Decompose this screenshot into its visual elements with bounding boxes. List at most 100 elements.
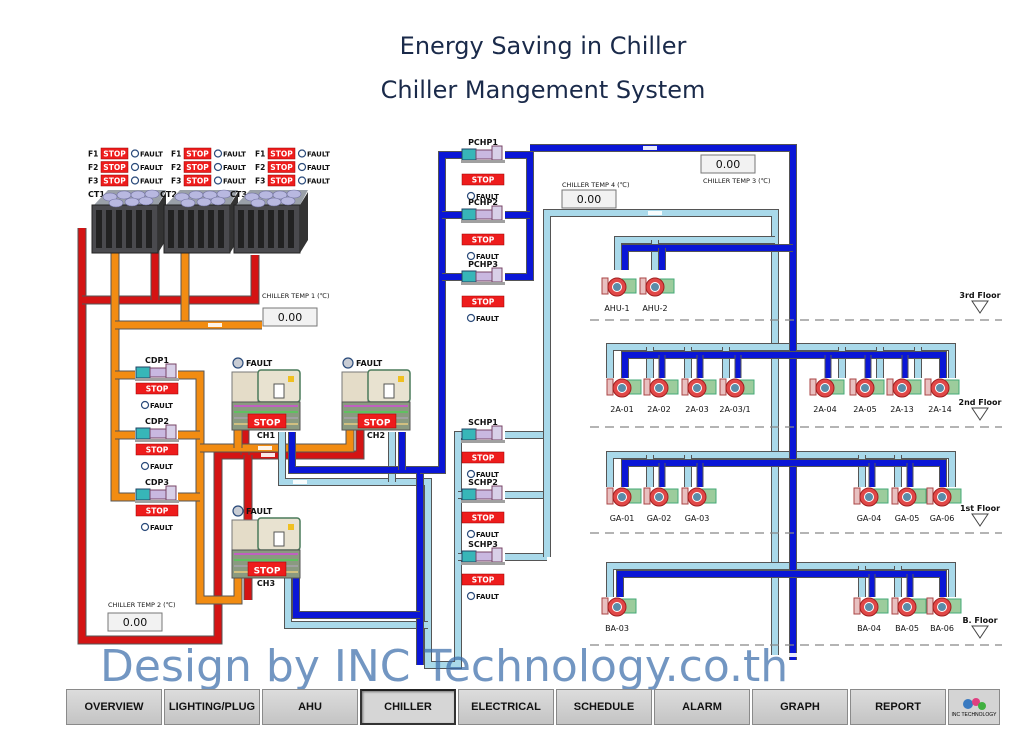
primary-pump-icon[interactable] — [461, 205, 505, 223]
pump-stop-button[interactable]: STOP — [461, 573, 505, 586]
unit-label: 2A-02 — [647, 405, 670, 414]
chiller-stop-button[interactable]: STOP — [357, 413, 397, 429]
condenser-pump-icon[interactable] — [135, 424, 179, 442]
fan-stop-button[interactable]: STOP — [100, 161, 129, 173]
chilled-primary-pipe — [622, 245, 793, 270]
pump-fault: FAULT — [140, 400, 173, 410]
air-handling-unit-icon[interactable] — [643, 487, 679, 507]
nav-report-button[interactable]: REPORT — [850, 689, 946, 725]
fault-label: FAULT — [140, 164, 163, 172]
cooling-tower-label: CT1 — [88, 190, 105, 199]
air-handling-unit-icon[interactable] — [809, 378, 845, 398]
nav-alarm-button[interactable]: ALARM — [654, 689, 750, 725]
pump-stop-button[interactable]: STOP — [135, 382, 179, 395]
air-handling-unit-icon[interactable] — [891, 597, 927, 617]
unit-label: 2A-01 — [610, 405, 633, 414]
floor-level-icon — [971, 300, 989, 314]
floor-level-icon — [971, 407, 989, 421]
fault-lamp-icon — [130, 149, 140, 158]
primary-pump-icon[interactable] — [461, 145, 505, 163]
fault-lamp-icon — [140, 400, 150, 410]
stop-label: STOP — [270, 177, 293, 186]
cooling-tower-icon[interactable] — [91, 189, 166, 254]
stop-indicator — [183, 174, 212, 187]
fan-stop-button[interactable]: STOP — [183, 174, 212, 187]
fault-label: FAULT — [150, 402, 173, 410]
nav-lighting-plug-button[interactable]: LIGHTING/PLUG — [164, 689, 260, 725]
fan-stop-button[interactable]: STOP — [100, 174, 129, 187]
pump-stop-button[interactable]: STOP — [461, 295, 505, 308]
fan-stop-button[interactable]: STOP — [183, 147, 212, 160]
unit-label: 2A-03 — [685, 405, 708, 414]
fan-stop-button[interactable]: STOP — [267, 161, 296, 173]
cooling-tower-icon[interactable] — [163, 189, 238, 254]
air-handling-unit-icon[interactable] — [606, 487, 642, 507]
nav-electrical-button[interactable]: ELECTRICAL — [458, 689, 554, 725]
primary-pump-icon[interactable] — [461, 267, 505, 285]
pump-label: SCHP3 — [468, 540, 498, 549]
air-handling-unit-icon[interactable] — [601, 277, 637, 297]
pump-stop-button[interactable]: STOP — [461, 511, 505, 524]
condenser-pump-icon[interactable] — [135, 485, 179, 503]
air-handling-unit-icon[interactable] — [601, 597, 637, 617]
air-handling-unit-icon[interactable] — [926, 597, 962, 617]
unit-label: 2A-05 — [853, 405, 876, 414]
air-handling-unit-icon[interactable] — [719, 378, 755, 398]
secondary-pump-icon[interactable] — [461, 547, 505, 565]
air-handling-unit-icon[interactable] — [849, 378, 885, 398]
air-handling-unit-icon[interactable] — [891, 487, 927, 507]
fault-lamp-icon — [466, 469, 476, 479]
unit-label: GA-06 — [930, 514, 955, 523]
air-handling-unit-icon[interactable] — [639, 277, 675, 297]
fan-label: F3 — [88, 177, 98, 186]
cooling-tower-icon[interactable] — [233, 189, 308, 254]
chiller-stop-button[interactable]: STOP — [247, 561, 287, 577]
flow-arrow-icon — [258, 446, 272, 450]
fan-stop-button[interactable]: STOP — [183, 161, 212, 173]
chilled-secondary-pipe — [615, 237, 775, 270]
stop-label: STOP — [472, 454, 495, 463]
fan-stop-button[interactable]: STOP — [100, 147, 129, 160]
fault-label: FAULT — [476, 193, 499, 201]
fan-stop-button[interactable]: STOP — [267, 174, 296, 187]
pump-stop-button[interactable]: STOP — [461, 233, 505, 246]
air-handling-unit-icon[interactable] — [926, 487, 962, 507]
stop-label: STOP — [364, 419, 391, 429]
stop-label: STOP — [270, 150, 293, 159]
pump-stop-button[interactable]: STOP — [135, 504, 179, 517]
condenser-pump-icon[interactable] — [135, 363, 179, 381]
chiller-label: CH3 — [257, 579, 275, 588]
air-handling-unit-icon[interactable] — [886, 378, 922, 398]
chiller-stop-button[interactable]: STOP — [247, 413, 287, 429]
air-handling-unit-icon[interactable] — [681, 487, 717, 507]
fan-fault: FAULT — [130, 162, 163, 172]
temp-value: 0.00 — [577, 193, 602, 206]
nav-overview-button[interactable]: OVERVIEW — [66, 689, 162, 725]
air-handling-unit-icon[interactable] — [643, 378, 679, 398]
stop-label: STOP — [254, 419, 281, 429]
fan-stop-button[interactable]: STOP — [267, 147, 296, 160]
air-handling-unit-icon[interactable] — [853, 487, 889, 507]
pump-stop-button[interactable]: STOP — [461, 173, 505, 186]
pump-stop-button[interactable]: STOP — [461, 451, 505, 464]
fault-label: FAULT — [476, 531, 499, 539]
unit-label: 2A-04 — [813, 405, 836, 414]
air-handling-unit-icon[interactable] — [853, 597, 889, 617]
temp-label: CHILLER TEMP 4 (℃) — [562, 181, 630, 189]
air-handling-unit-icon[interactable] — [681, 378, 717, 398]
nav-graph-button[interactable]: GRAPH — [752, 689, 848, 725]
secondary-pump-icon[interactable] — [461, 485, 505, 503]
nav-schedule-button[interactable]: SCHEDULE — [556, 689, 652, 725]
stop-label: STOP — [186, 163, 209, 172]
chilled-primary-pipe — [293, 578, 420, 618]
fault-lamp-icon — [213, 162, 223, 172]
air-handling-unit-icon[interactable] — [606, 378, 642, 398]
secondary-pump-icon[interactable] — [461, 425, 505, 443]
air-handling-unit-icon[interactable] — [924, 378, 960, 398]
nav-ahu-button[interactable]: AHU — [262, 689, 358, 725]
temp-label: CHILLER TEMP 1 (℃) — [262, 292, 330, 300]
fan-fault: FAULT — [297, 176, 330, 186]
nav-chiller-button[interactable]: CHILLER — [360, 689, 456, 725]
chilled-primary-pipe — [530, 145, 796, 660]
pump-stop-button[interactable]: STOP — [135, 443, 179, 456]
